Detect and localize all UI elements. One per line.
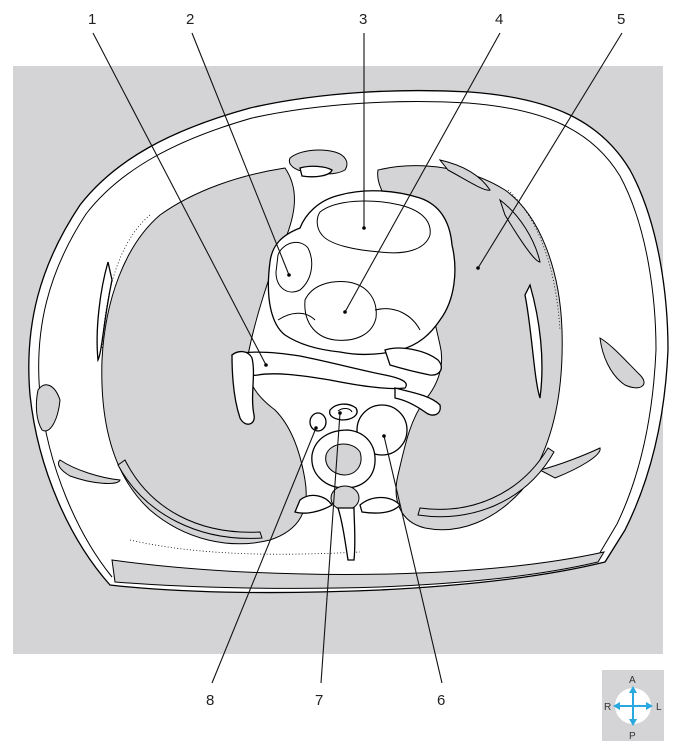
esophagus (330, 404, 357, 420)
vertebral-marrow (326, 444, 361, 475)
orientation-right: R (604, 702, 611, 713)
orientation-left: L (656, 702, 662, 713)
label-1: 1 (88, 11, 96, 28)
spinal-canal (331, 486, 359, 510)
leader-dot-2 (287, 273, 291, 277)
orientation-anterior: A (629, 675, 636, 686)
leader-dot-6 (382, 434, 386, 438)
label-6: 6 (437, 692, 445, 709)
orientation-posterior: P (629, 731, 636, 742)
label-4: 4 (495, 11, 503, 28)
leader-dot-4 (343, 310, 347, 314)
leader-dot-8 (314, 426, 318, 430)
orientation-key: A P R L (602, 670, 664, 742)
label-2: 2 (186, 11, 194, 28)
leader-dot-7 (338, 411, 342, 415)
azygos-vein (310, 413, 326, 431)
leader-dot-5 (476, 266, 480, 270)
leader-dot-3 (362, 226, 366, 230)
label-8: 8 (206, 692, 214, 709)
label-5: 5 (617, 11, 625, 28)
leader-dot-1 (264, 363, 268, 367)
label-3: 3 (359, 11, 367, 28)
label-7: 7 (315, 692, 323, 709)
